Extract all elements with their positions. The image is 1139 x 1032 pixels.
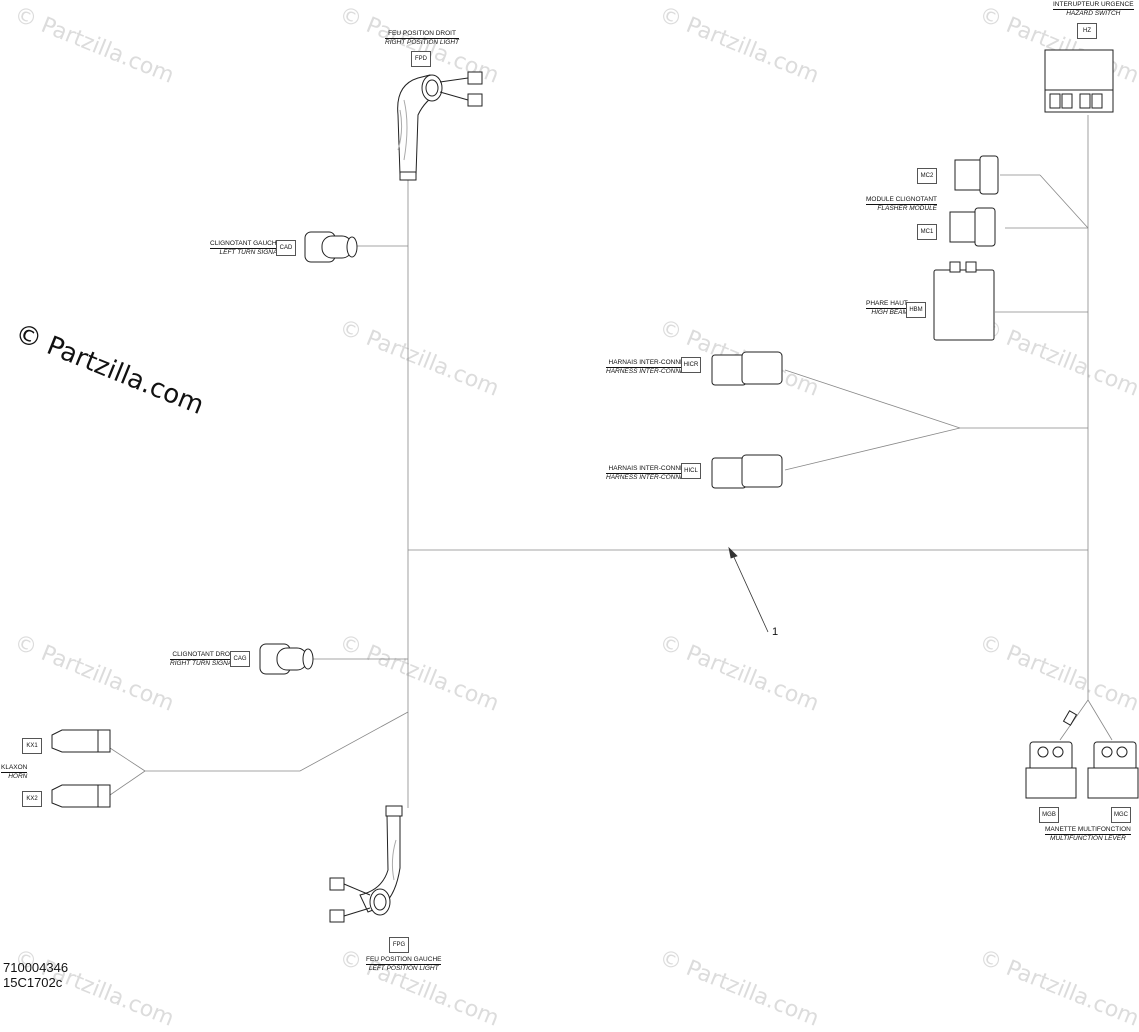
code-hicl: HICL [681,463,701,479]
high-beam-relay [933,261,995,341]
code-mgb: MGB [1039,807,1059,823]
code-mc1: MC1 [917,224,937,240]
label-multifunction-lever: MANETTE MULTIFONCTION MULTIFUNCTION LEVE… [1045,826,1131,842]
code-fpd: FPD [411,51,431,67]
callout-arrow [728,546,769,633]
code-fpg: FPG [389,937,409,953]
code-kx1: KX1 [22,738,42,754]
callout-number: 1 [772,626,779,638]
code-mgc: MGC [1111,807,1131,823]
right-position-light [397,71,483,181]
label-left-position-light: FEU POSITION GAUCHE LEFT POSITION LIGHT [366,956,442,972]
code-cad: CAD [276,240,296,256]
right-turn-signal-connector [259,643,314,675]
label-right-position-light: FEU POSITION DROIT RIGHT POSITION LIGHT [385,30,460,46]
left-turn-signal-connector [304,231,358,263]
drawing-code: 15C1702c [3,975,63,990]
code-kx2: KX2 [22,791,42,807]
label-hazard-switch: INTERUPTEUR URGENCE HAZARD SWITCH [1053,1,1134,17]
label-left-turn-signal: CLIGNOTANT GAUCHE LEFT TURN SIGNAL [210,240,281,256]
label-high-beam: PHARE HAUT HIGH BEAM [866,300,908,316]
label-right-turn-signal: CLIGNOTANT DROIT RIGHT TURN SIGNAL [170,651,236,667]
label-flasher-module: MODULE CLIGNOTANT FLASHER MODULE [866,196,938,212]
flasher-module-connectors [949,155,999,247]
code-hz: HZ [1077,23,1097,39]
code-cag: CAG [230,651,250,667]
code-mc2: MC2 [917,168,937,184]
label-horn: KLAXON HORN [1,764,28,780]
harness-interconnect-connectors [711,351,783,489]
left-position-light [329,805,403,923]
label-harness-interconnect-left: HARNAIS INTER-CONNECT HARNESS INTER-CONN… [606,465,694,481]
label-harness-interconnect-right: HARNAIS INTER-CONNECT HARNESS INTER-CONN… [606,359,694,375]
code-hicr: HICR [681,357,701,373]
horn-terminals [51,729,111,808]
code-hbm: HBM [906,302,926,318]
hazard-switch [1044,49,1114,113]
wiring-diagram [51,49,1139,923]
multifunction-lever-connectors [1025,710,1139,799]
document-number: 710004346 [3,960,69,975]
